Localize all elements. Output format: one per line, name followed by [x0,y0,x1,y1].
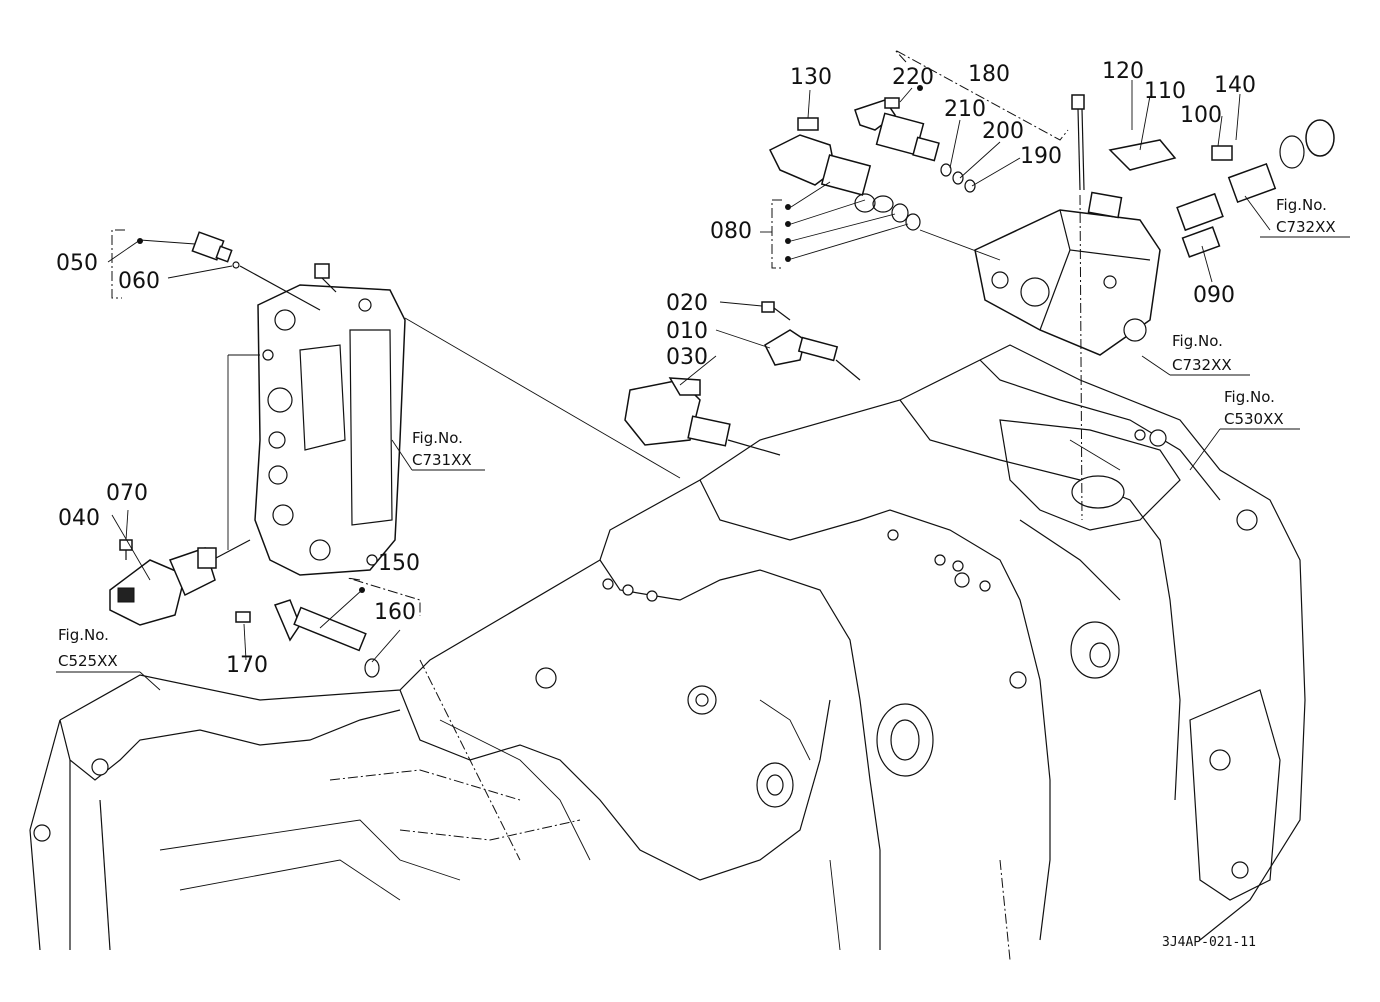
callout-160: 160 [374,600,416,625]
callout-020: 020 [666,291,708,316]
transmission-case [29,344,1306,961]
solenoid-valve-180 [854,97,976,193]
fig-ref-c530xx: Fig.No. C530XX [1224,388,1284,428]
fig-ref-c732xx-upper: Fig.No. C732XX [1276,196,1336,236]
svg-text:C530XX: C530XX [1224,410,1284,428]
callout-200: 200 [982,119,1024,144]
fig-ref-c732xx-lower: Fig.No. C732XX [1172,332,1232,374]
leader-lines [56,49,1350,691]
svg-text:C525XX: C525XX [58,652,118,670]
svg-text:Fig.No.: Fig.No. [1276,196,1327,214]
callout-080: 080 [710,219,752,244]
solenoid-valve-040 [109,539,251,626]
valve-body-plate [254,263,406,576]
callout-140: 140 [1214,73,1256,98]
svg-text:Fig.No.: Fig.No. [1224,388,1275,406]
bolt-070 [119,539,133,560]
part-100 [1211,145,1233,161]
svg-text:C732XX: C732XX [1276,218,1336,236]
callout-190: 190 [1020,144,1062,169]
figure-references: Fig.No. C731XX Fig.No. C525XX Fig.No. C5… [58,196,1336,670]
callout-070: 070 [106,481,148,506]
callout-030: 030 [666,345,708,370]
callout-100: 100 [1180,103,1222,128]
drawing-code: 3J4AP-021-11 [1162,935,1256,950]
callout-170: 170 [226,653,268,678]
callout-090: 090 [1193,283,1235,308]
callout-220: 220 [892,65,934,90]
callout-120: 120 [1102,59,1144,84]
pipe-fittings [1176,119,1335,258]
solenoid-valve-130 [768,117,894,213]
callout-040: 040 [58,506,100,531]
sensor-150 [235,599,380,678]
callout-050: 050 [56,251,98,276]
fig-ref-c525xx: Fig.No. C525XX [58,626,118,670]
callout-180: 180 [968,62,1010,87]
o-ring-set-080 [854,193,921,231]
callout-010: 010 [666,319,708,344]
part-number-labels: 010 020 030 040 050 060 070 080 090 100 … [56,59,1256,678]
pressure-switch-050 [191,231,321,311]
svg-text:C732XX: C732XX [1172,356,1232,374]
callout-060: 060 [118,269,160,294]
callout-130: 130 [790,65,832,90]
part-110 [1108,139,1177,171]
svg-text:Fig.No.: Fig.No. [412,429,463,447]
callout-210: 210 [944,97,986,122]
callout-150: 150 [378,551,420,576]
svg-text:C731XX: C731XX [412,451,472,469]
solenoid-valve-030 [624,377,781,456]
svg-text:Fig.No.: Fig.No. [58,626,109,644]
fig-ref-c731xx: Fig.No. C731XX [412,429,472,469]
svg-text:Fig.No.: Fig.No. [1172,332,1223,350]
control-valve-assembly [974,94,1161,521]
callout-110: 110 [1144,79,1186,104]
bolt-020 [761,301,791,321]
sensor-010 [764,329,861,381]
